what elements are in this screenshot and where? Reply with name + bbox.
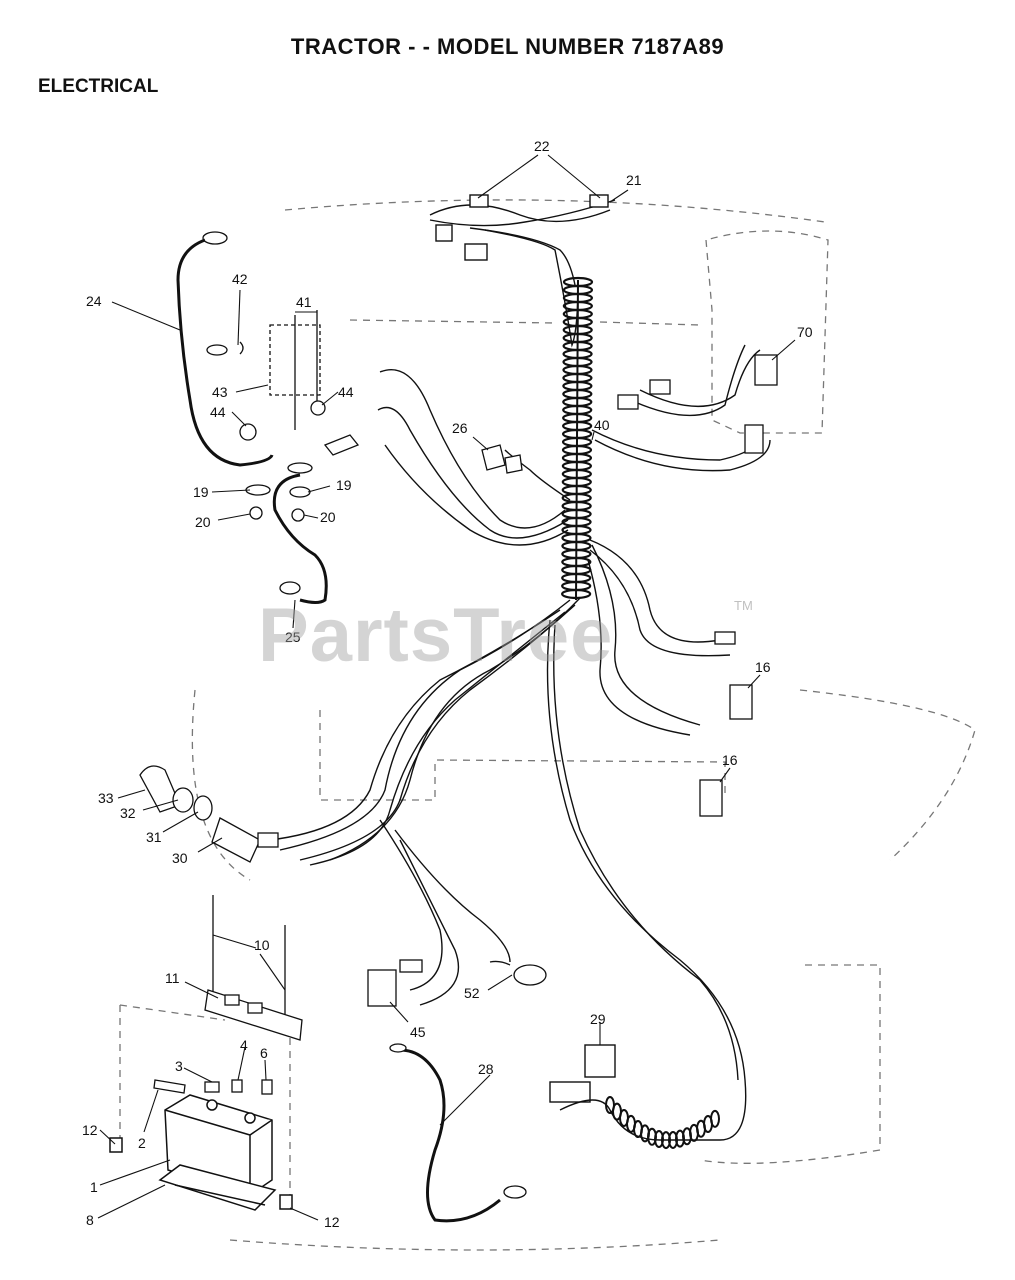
battery (109, 1094, 293, 1211)
callout-42: 42 (232, 271, 248, 287)
callout-labels: 22 21 24 42 41 70 43 44 44 26 40 19 19 2… (86, 138, 813, 866)
callout-26: 26 (452, 420, 468, 436)
pigtail-rings (605, 1096, 720, 1150)
relay-70 (617, 354, 778, 454)
callout-20-left: 20 (195, 514, 211, 530)
callout-43: 43 (212, 384, 228, 400)
pigtail-ring (710, 1109, 720, 1128)
main-harness (269, 227, 771, 1141)
callout-6: 6 (260, 1045, 268, 1061)
callout-19-left: 19 (193, 484, 209, 500)
hold-down (204, 895, 303, 1041)
callout-41: 41 (296, 294, 312, 310)
callout-24: 24 (86, 293, 102, 309)
cable-28 (399, 1048, 527, 1223)
callout-45: 45 (410, 1024, 426, 1040)
callout-1: 1 (90, 1179, 98, 1195)
callout-70: 70 (797, 324, 813, 340)
headlight-harness-21 (429, 194, 616, 261)
callout-19-right: 19 (336, 477, 352, 493)
callout-labels-lower: 10 11 52 45 29 3 4 6 28 12 2 1 8 12 (82, 937, 606, 1230)
watermark-logo: PartsTree (258, 593, 614, 678)
callout-10: 10 (254, 937, 270, 953)
callout-12-right: 12 (324, 1214, 340, 1230)
loom-rings (561, 276, 594, 600)
callout-2: 2 (138, 1135, 146, 1151)
loom-ring (561, 588, 592, 600)
callout-16-top: 16 (755, 659, 771, 675)
callout-28: 28 (478, 1061, 494, 1077)
connector-26 (481, 444, 523, 474)
callout-11: 11 (165, 970, 180, 986)
connector-52 (489, 960, 547, 986)
callout-30: 30 (172, 850, 188, 866)
callout-8: 8 (86, 1212, 94, 1228)
tractor-outline (119, 199, 976, 1251)
switch-45 (367, 959, 423, 1053)
callout-4: 4 (240, 1037, 248, 1053)
callout-12-left: 12 (82, 1122, 98, 1138)
callout-44-right: 44 (338, 384, 354, 400)
terminal-bolts (153, 1079, 273, 1095)
switches-16 (699, 631, 753, 817)
ground-cable-24 (176, 231, 274, 467)
callout-52: 52 (464, 985, 480, 1001)
callout-22: 22 (534, 138, 550, 154)
page-title: TRACTOR - - MODEL NUMBER 7187A89 (290, 34, 725, 59)
callout-20-right: 20 (320, 509, 336, 525)
trademark-mark: TM (734, 598, 753, 613)
callout-3: 3 (175, 1058, 183, 1074)
callout-32: 32 (120, 805, 136, 821)
callout-25: 25 (285, 629, 301, 645)
cable-25 (272, 473, 328, 604)
callout-29: 29 (590, 1011, 606, 1027)
callout-33: 33 (98, 790, 114, 806)
callout-40: 40 (594, 417, 610, 433)
callout-21: 21 (626, 172, 642, 188)
callout-44-left: 44 (210, 404, 226, 420)
ignition-assembly (139, 765, 279, 863)
callout-31: 31 (146, 829, 162, 845)
leader-lines (97, 154, 796, 1221)
callout-16-bottom: 16 (722, 752, 738, 768)
section-title: ELECTRICAL (38, 76, 159, 97)
